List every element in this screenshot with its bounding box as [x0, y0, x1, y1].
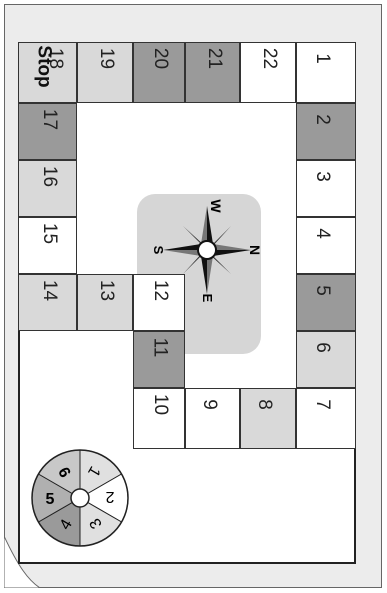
spinner-number: 5 — [46, 491, 55, 508]
compass-label-e: E — [200, 294, 215, 303]
board-square-16: 16 — [18, 160, 77, 217]
square-number: 14 — [40, 280, 59, 301]
board-square-21: 21 — [185, 42, 240, 103]
square-number: 5 — [313, 285, 332, 296]
board-square-10: 10 — [133, 388, 185, 449]
square-number: 11 — [150, 338, 169, 358]
square-number: 16 — [40, 166, 59, 187]
square-number: 9 — [199, 399, 218, 410]
square-number: 17 — [40, 109, 59, 130]
square-number: 20 — [151, 48, 170, 69]
compass-label-s: S — [153, 246, 166, 255]
board-square-2: 2 — [296, 103, 356, 160]
square-number: 4 — [313, 228, 332, 239]
board-square-4: 4 — [296, 217, 356, 274]
board-square-5: 5 — [296, 274, 356, 331]
board-square-12: 12 — [133, 274, 185, 331]
board-square-1: 1 — [296, 42, 356, 103]
board-square-20: 20 — [133, 42, 185, 103]
board-square-13: 13 — [77, 274, 133, 331]
board-square-8: 8 — [240, 388, 296, 449]
square-number: 12 — [151, 280, 170, 301]
square-number: 1 — [313, 53, 332, 64]
board-square-14: 14 — [18, 274, 77, 331]
board-square-11: 11 — [133, 331, 185, 388]
square-number: 22 — [260, 48, 279, 69]
square-number: 2 — [313, 114, 332, 125]
board-square-6: 6 — [296, 331, 356, 388]
square-number: 19 — [97, 48, 116, 69]
square-number: 15 — [40, 223, 59, 244]
square-number: 6 — [313, 342, 332, 353]
board-square-3: 3 — [296, 160, 356, 217]
board-square-7: 7 — [296, 388, 356, 449]
square-number: 8 — [255, 399, 274, 410]
square-number: 3 — [313, 171, 332, 182]
compass-label-n: N — [247, 245, 261, 255]
board-square-9: 9 — [185, 388, 240, 449]
compass-label-w: W — [208, 199, 224, 213]
square-number: 7 — [313, 399, 332, 410]
board-square-15: 15 — [18, 217, 77, 274]
square-number: 10 — [151, 394, 170, 415]
square-number: 21 — [205, 48, 224, 69]
square-number: 13 — [97, 280, 116, 301]
board-square-22: 22 — [240, 42, 296, 103]
stop-label: Stop — [35, 45, 54, 87]
spinner-number: 2 — [105, 488, 114, 505]
board-square-17: 17 — [18, 103, 77, 160]
board-square-19: 19 — [77, 42, 133, 103]
